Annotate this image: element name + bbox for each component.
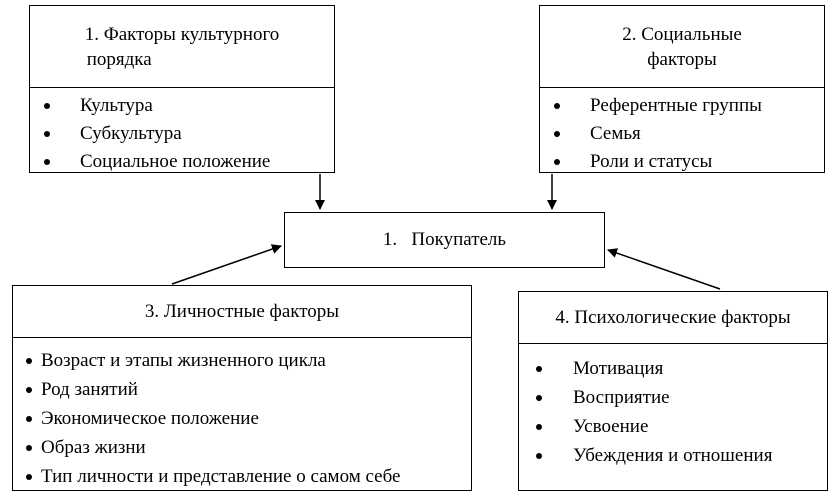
list-item: Тип личности и представление о самом себ… — [13, 462, 471, 491]
psychological-factors-box: 4. Психологические факторы Мотивация Вос… — [518, 291, 828, 491]
list-item: Референтные группы — [540, 92, 824, 120]
psychological-factors-title: 4. Психологические факторы — [519, 292, 827, 344]
social-factors-title-line1: 2. Социальные — [622, 23, 742, 45]
list-item: Субкультура — [30, 120, 334, 148]
arrow-psych-to-buyer — [607, 248, 721, 290]
cultural-factors-title-line2: порядка — [86, 48, 152, 70]
cultural-factors-title: 1. Факторы культурного порядка — [30, 6, 334, 88]
cultural-factors-box: 1. Факторы культурного порядка Культура … — [29, 5, 335, 173]
list-item: Культура — [30, 92, 334, 120]
list-item: Роли и статусы — [540, 148, 824, 176]
list-item: Экономическое положение — [13, 404, 471, 433]
social-factors-title: 2. Социальные факторы — [540, 6, 824, 88]
social-factors-title-line2: факторы — [647, 48, 717, 70]
list-item: Возраст и этапы жизненного цикла — [13, 346, 471, 375]
list-item: Социальное положение — [30, 148, 334, 176]
social-factors-box: 2. Социальные факторы Референтные группы… — [539, 5, 825, 173]
cultural-factors-list: Культура Субкультура Социальное положени… — [30, 88, 334, 176]
personal-factors-title-text: 3. Личностные факторы — [144, 301, 340, 322]
personal-factors-title: 3. Личностные факторы — [13, 286, 471, 338]
social-factors-list: Референтные группы Семья Роли и статусы — [540, 88, 824, 176]
buyer-label: 1. Покупатель — [382, 229, 507, 250]
psychological-factors-title-text: 4. Психологические факторы — [555, 307, 791, 328]
list-item: Усвоение — [519, 412, 827, 441]
arrow-personal-to-buyer — [171, 244, 282, 285]
list-item: Восприятие — [519, 383, 827, 412]
buyer-box: 1. Покупатель — [284, 212, 605, 268]
list-item: Мотивация — [519, 354, 827, 383]
psychological-factors-list: Мотивация Восприятие Усвоение Убеждения … — [519, 344, 827, 470]
cultural-factors-title-line1: 1. Факторы культурного — [84, 23, 280, 45]
list-item: Семья — [540, 120, 824, 148]
personal-factors-box: 3. Личностные факторы Возраст и этапы жи… — [12, 285, 472, 491]
list-item: Род занятий — [13, 375, 471, 404]
list-item: Убеждения и отношения — [519, 441, 827, 470]
personal-factors-list: Возраст и этапы жизненного цикла Род зан… — [13, 338, 471, 491]
list-item: Образ жизни — [13, 433, 471, 462]
